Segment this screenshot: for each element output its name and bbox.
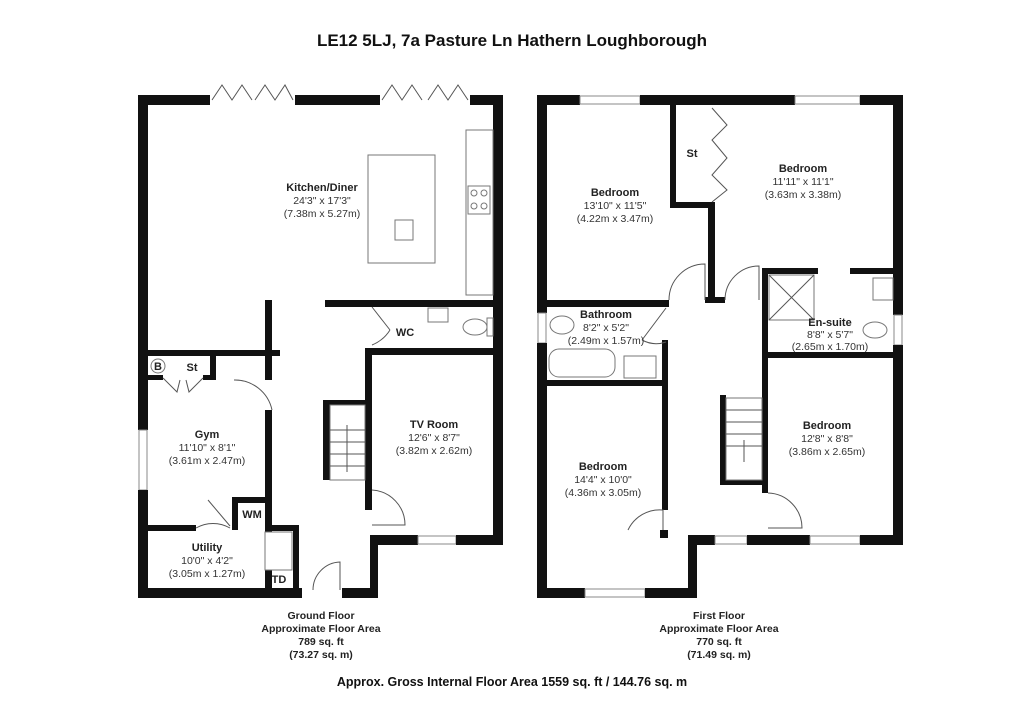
ground-floor-plan: B St WM TD WC Kitchen/Diner 24'3" — [138, 84, 503, 661]
door-swing — [627, 509, 664, 531]
washing-machine-icon — [264, 531, 293, 571]
plan-title: LE12 5LJ, 7a Pasture Ln Hathern Loughbor… — [317, 31, 707, 50]
staircase — [720, 395, 765, 485]
door-swing — [371, 306, 391, 346]
sink-icon — [394, 219, 414, 241]
room-tv-room: TV Room 12'6" x 8'7" (3.82m x 2.62m) — [396, 419, 472, 457]
door-swing — [767, 492, 803, 529]
cupboard-door — [162, 377, 204, 393]
svg-text:TV Room: TV Room — [410, 419, 458, 431]
basin-icon — [872, 277, 894, 301]
bifold-door — [211, 84, 294, 101]
svg-text:(7.38m x 5.27m): (7.38m x 5.27m) — [284, 208, 360, 220]
door-swing — [668, 263, 760, 301]
svg-text:(3.61m x 2.47m): (3.61m x 2.47m) — [169, 455, 245, 467]
ground-floor-caption: Ground Floor Approximate Floor Area 789 … — [261, 610, 380, 661]
bifold-door — [381, 84, 469, 101]
room-bedroom-2: Bedroom 11'11" x 11'1" (3.63m x 3.38m) — [765, 163, 841, 201]
window — [579, 95, 641, 105]
toilet-icon — [462, 318, 488, 336]
svg-text:(2.65m x 1.70m): (2.65m x 1.70m) — [792, 341, 868, 353]
svg-text:Bedroom: Bedroom — [779, 163, 828, 175]
hob-icon — [467, 185, 491, 215]
room-kitchen-diner: Kitchen/Diner 24'3" x 17'3" (7.38m x 5.2… — [284, 182, 360, 220]
svg-text:(71.49 sq. m): (71.49 sq. m) — [687, 649, 751, 661]
toilet-icon — [862, 321, 888, 339]
window — [138, 429, 148, 491]
wc-label: WC — [396, 327, 414, 339]
room-utility: Utility 10'0" x 4'2" (3.05m x 1.27m) — [169, 542, 245, 580]
svg-text:11'10" x 8'1": 11'10" x 8'1" — [179, 442, 236, 454]
basin-icon — [427, 307, 449, 323]
svg-text:10'0" x 4'2": 10'0" x 4'2" — [181, 555, 233, 567]
svg-text:(3.63m x 3.38m): (3.63m x 3.38m) — [765, 189, 841, 201]
boiler-label: B — [154, 361, 162, 373]
room-bedroom-3: Bedroom 14'4" x 10'0" (4.36m x 3.05m) — [565, 461, 641, 499]
svg-text:First Floor: First Floor — [693, 610, 745, 622]
svg-text:770 sq. ft: 770 sq. ft — [696, 636, 742, 648]
svg-text:(2.49m x 1.57m): (2.49m x 1.57m) — [568, 335, 644, 347]
door-swing — [195, 499, 231, 529]
svg-text:(73.27 sq. m): (73.27 sq. m) — [289, 649, 353, 661]
svg-text:789 sq. ft: 789 sq. ft — [298, 636, 344, 648]
svg-text:Gym: Gym — [195, 429, 220, 441]
svg-text:24'3" x 17'3": 24'3" x 17'3" — [293, 195, 351, 207]
svg-text:(3.82m x 2.62m): (3.82m x 2.62m) — [396, 445, 472, 457]
room-bathroom: Bathroom 8'2" x 5'2" (2.49m x 1.57m) — [568, 309, 644, 347]
gross-area: Approx. Gross Internal Floor Area 1559 s… — [337, 675, 687, 689]
room-bedroom-4: Bedroom 12'8" x 8'8" (3.86m x 2.65m) — [789, 420, 865, 458]
door-swing — [371, 489, 406, 526]
store-label: St — [187, 362, 198, 374]
door-swing — [641, 307, 667, 345]
wm-label: WM — [242, 509, 262, 521]
svg-text:12'8" x 8'8": 12'8" x 8'8" — [801, 433, 853, 445]
svg-text:Bedroom: Bedroom — [591, 187, 640, 199]
svg-text:(4.22m x 3.47m): (4.22m x 3.47m) — [577, 213, 653, 225]
kitchen-island — [367, 154, 436, 264]
svg-text:Ground Floor: Ground Floor — [287, 610, 354, 622]
svg-text:8'8" x 5'7": 8'8" x 5'7" — [807, 329, 853, 341]
boiler-icon — [150, 358, 166, 374]
front-door — [312, 561, 341, 591]
door-swing — [233, 379, 273, 411]
room-en-suite: En-suite 8'8" x 5'7" (2.65m x 1.70m) — [792, 317, 868, 353]
svg-text:14'4" x 10'0": 14'4" x 10'0" — [574, 474, 632, 486]
window — [417, 535, 457, 545]
svg-text:Kitchen/Diner: Kitchen/Diner — [286, 182, 358, 194]
svg-text:(3.86m x 2.65m): (3.86m x 2.65m) — [789, 446, 865, 458]
svg-text:Approximate Floor Area: Approximate Floor Area — [659, 623, 778, 635]
room-gym: Gym 11'10" x 8'1" (3.61m x 2.47m) — [169, 429, 245, 467]
staircase — [329, 404, 366, 481]
svg-text:(4.36m x 3.05m): (4.36m x 3.05m) — [565, 487, 641, 499]
bath-icon — [548, 348, 616, 378]
shower-tray — [768, 274, 815, 321]
room-bedroom-1: Bedroom 13'10" x 11'5" (4.22m x 3.47m) — [577, 187, 653, 225]
window — [714, 535, 748, 545]
bifold-door — [711, 107, 728, 203]
svg-text:13'10" x 11'5": 13'10" x 11'5" — [584, 200, 647, 212]
window — [794, 95, 861, 105]
svg-text:8'2" x 5'2": 8'2" x 5'2" — [583, 322, 629, 334]
basin-icon — [623, 355, 657, 379]
svg-text:Bedroom: Bedroom — [579, 461, 628, 473]
toilet-icon — [549, 315, 575, 335]
td-label: TD — [272, 574, 287, 586]
svg-text:12'6" x 8'7": 12'6" x 8'7" — [408, 432, 460, 444]
svg-text:11'11" x 11'1": 11'11" x 11'1" — [772, 176, 833, 188]
window — [809, 535, 861, 545]
first-floor-plan: St — [537, 95, 903, 661]
svg-text:(3.05m x 1.27m): (3.05m x 1.27m) — [169, 568, 245, 580]
store-label: St — [687, 148, 698, 160]
window — [537, 312, 547, 344]
svg-text:En-suite: En-suite — [808, 317, 851, 329]
window — [584, 588, 646, 598]
first-floor-caption: First Floor Approximate Floor Area 770 s… — [659, 610, 778, 661]
svg-text:Bathroom: Bathroom — [580, 309, 632, 321]
svg-text:Bedroom: Bedroom — [803, 420, 852, 432]
svg-text:Utility: Utility — [192, 542, 223, 554]
window — [893, 314, 903, 346]
svg-text:Approximate Floor Area: Approximate Floor Area — [261, 623, 380, 635]
